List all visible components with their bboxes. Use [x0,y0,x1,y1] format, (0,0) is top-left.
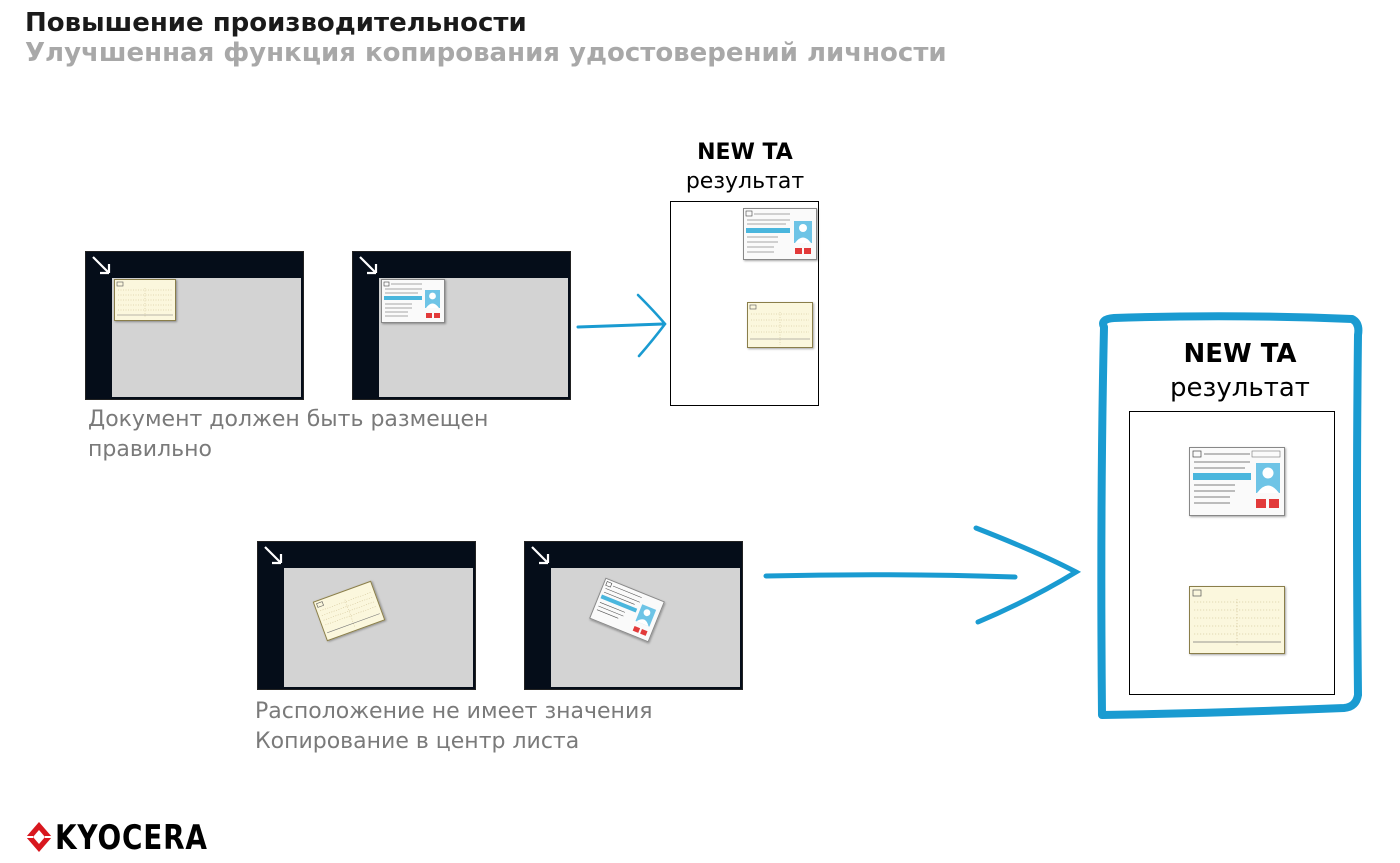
page-title: Повышение производительности [25,8,527,38]
placement-corner-arrow-icon [531,546,550,565]
scanner-glass-random-front [524,541,743,690]
result-brand: NEW TA [697,140,793,165]
id-card-back [1189,586,1285,654]
result-label: результат [685,169,805,194]
caption-top: Документ должен быть размещен правильно [88,405,488,465]
caption-line: Расположение не имеет значения [255,699,653,724]
id-card-front [589,577,665,643]
caption-line: Копирование в центр листа [255,729,580,754]
placement-corner-arrow-icon [264,546,283,565]
id-card-back [312,580,386,642]
id-card-back [747,302,813,348]
hand-drawn-arrow-icon [763,525,1082,625]
kyocera-logo-icon [26,822,52,852]
hand-drawn-arrow-icon [576,293,667,358]
scanner-plate [284,568,473,687]
result-page-large [1129,411,1335,695]
caption-bottom: Расположение не имеет значения Копирован… [255,697,652,757]
id-card-front [743,208,817,260]
placement-corner-arrow-icon [359,256,378,275]
kyocera-logo-text: KYOCERA [55,818,208,858]
result-page-small [670,201,819,406]
result-large-heading: NEW TA результат [1130,337,1350,405]
id-card-front [1189,447,1285,516]
result-label: результат [1170,373,1310,403]
id-card-back [114,279,176,321]
highlight-frame [1097,312,1363,719]
id-card-front [381,279,445,323]
result-small-heading: NEW TA результат [665,139,825,197]
scanner-glass-random-back [257,541,476,690]
placement-corner-arrow-icon [92,256,111,275]
caption-line: Документ должен быть размещен [88,407,489,432]
caption-line: правильно [88,437,212,462]
page-subtitle: Улучшенная функция копирования удостовер… [25,38,947,68]
scanner-glass-corner-back [85,251,304,400]
result-brand: NEW TA [1183,339,1297,369]
scanner-glass-corner-front [352,251,571,400]
